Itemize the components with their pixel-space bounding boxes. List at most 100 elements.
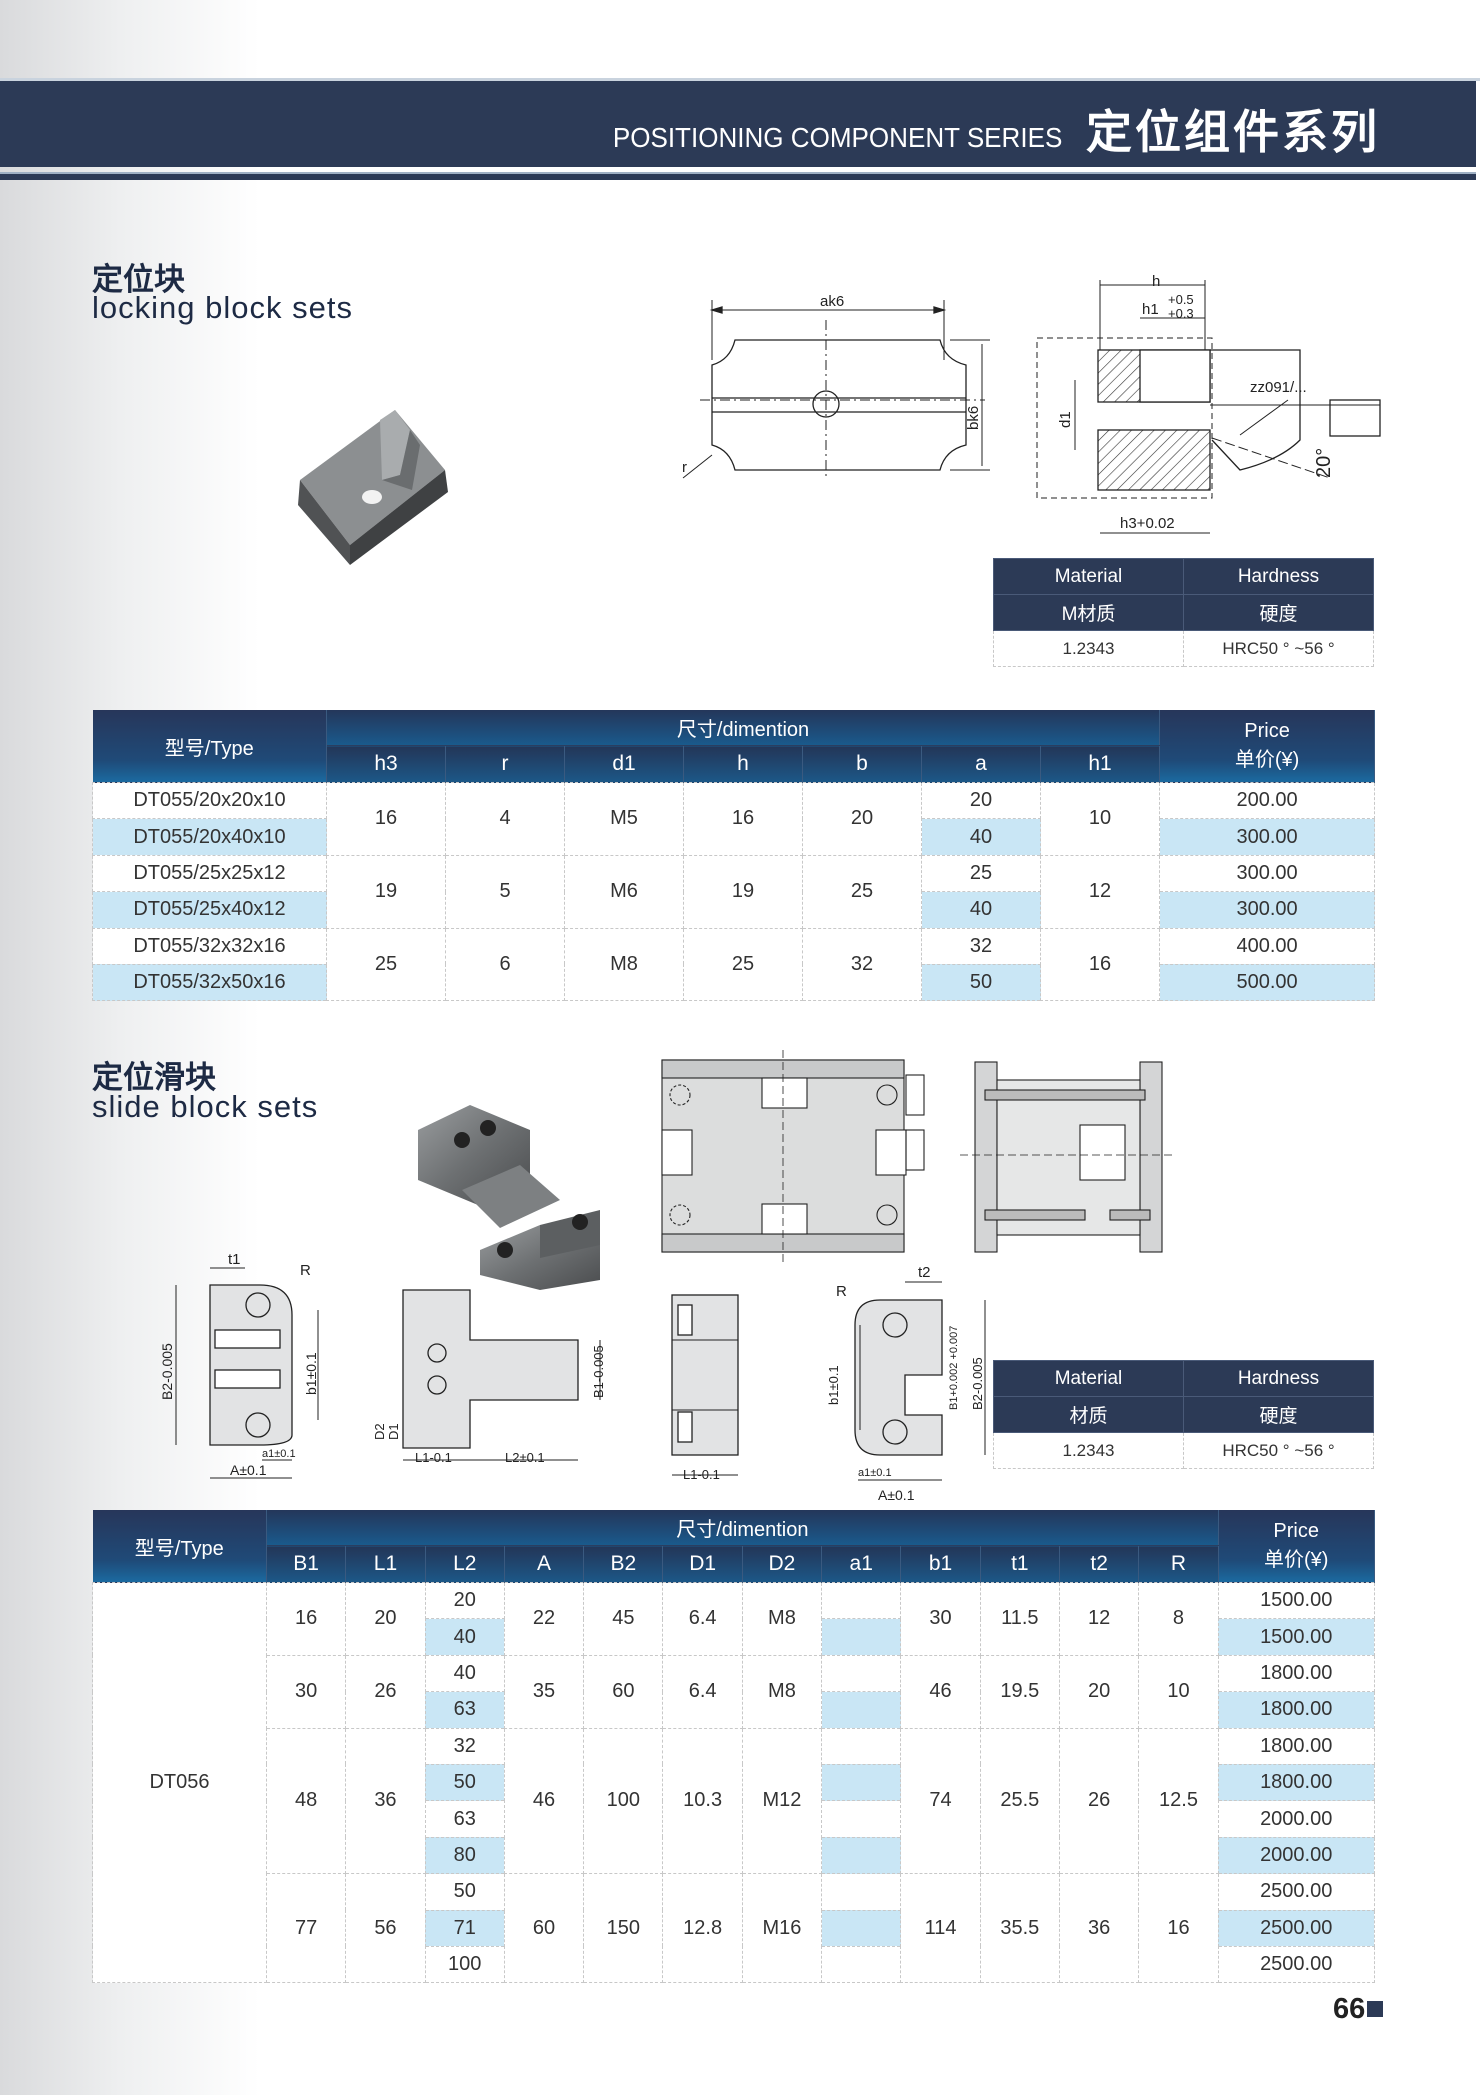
label-D1: D1 [386, 1423, 401, 1440]
locking-block-top-view: ak6 bk6 r [682, 293, 990, 479]
cell-a: 35 [503, 1654, 585, 1729]
price-cell: 300.00 [1159, 891, 1376, 929]
material-value: 1.2343 [993, 1432, 1184, 1469]
cell-b: 20 [802, 782, 922, 856]
cell-b1: 46 [900, 1654, 981, 1729]
slide-block-end-view: L1-0.1 [671, 1294, 739, 1482]
cell-l2: 40 [424, 1618, 505, 1656]
material-subheader: M材质 [993, 594, 1184, 631]
price-header-cn: 单价(¥) [1263, 1549, 1329, 1571]
cell-t1: 11.5 [979, 1582, 1060, 1656]
cell-r: 4 [445, 782, 565, 856]
column-header-r: R [1138, 1545, 1219, 1583]
assembly-top-view [661, 1050, 925, 1265]
type-header: 型号/Type [92, 710, 327, 783]
price-cell: 1800.00 [1217, 1691, 1375, 1729]
cell-b2: 45 [583, 1582, 664, 1656]
section1-title-en: locking block sets [92, 290, 353, 325]
cell-t1: 25.5 [979, 1727, 1060, 1875]
type-cell: DT055/20x20x10 [92, 781, 327, 820]
slide-block-front-view: t1 R B2-0.005 b1±0.1 a1±0.1 A±0.1 [159, 1251, 319, 1479]
label-h1-upper: +0.5 [1168, 292, 1194, 307]
label-r: r [682, 459, 687, 476]
cell-h1: 10 [1039, 782, 1161, 856]
cell-l2: 100 [424, 1945, 505, 1984]
cell-d1: M8 [564, 927, 684, 1002]
type-cell: DT055/32x50x16 [92, 963, 327, 1002]
label-t2: t2 [918, 1264, 931, 1281]
price-cell: 1500.00 [1217, 1581, 1375, 1620]
cell-t1: 19.5 [979, 1654, 1060, 1729]
cell-a: 50 [921, 963, 1041, 1002]
label-A-insert: A±0.1 [878, 1487, 915, 1503]
column-header-d1: D1 [662, 1545, 743, 1583]
cell-r: 12.5 [1138, 1727, 1219, 1875]
label-t1: t1 [228, 1251, 241, 1268]
header-title-cn: 定位组件系列 [1086, 106, 1380, 158]
cell-l1: 36 [345, 1727, 426, 1875]
type-cell: DT056 [92, 1581, 267, 1984]
price-cell: 1800.00 [1217, 1654, 1375, 1693]
price-cell: 2000.00 [1217, 1800, 1375, 1838]
hardness-subheader: 硬度 [1183, 594, 1374, 631]
cell-l2: 20 [424, 1581, 505, 1620]
label-L1-end: L1-0.1 [683, 1467, 720, 1482]
material-value: 1.2343 [993, 630, 1184, 667]
column-header-a1: a1 [821, 1545, 902, 1583]
column-header-r: r [445, 745, 565, 783]
material-subheader: 材质 [993, 1396, 1184, 1433]
cell-b2: 150 [583, 1873, 664, 1984]
cell-d1: 6.4 [662, 1654, 743, 1729]
hardness-header: Hardness [1183, 558, 1374, 595]
material-header: Material [993, 558, 1184, 595]
cell-l2: 80 [424, 1836, 505, 1875]
label-bk6: bk6 [965, 406, 982, 430]
hardness-subheader: 硬度 [1183, 1396, 1374, 1433]
cell-a1 [821, 1618, 902, 1656]
cell-h: 25 [683, 927, 803, 1002]
column-header-a: a [921, 745, 1041, 783]
material-header: Material [993, 1360, 1184, 1397]
cell-a1 [821, 1763, 902, 1802]
cell-d1: 12.8 [662, 1873, 743, 1984]
price-cell: 300.00 [1159, 818, 1376, 856]
hardness-header: Hardness [1183, 1360, 1374, 1397]
label-R: R [300, 1262, 311, 1279]
cell-l2: 40 [424, 1654, 505, 1693]
cell-h3: 25 [326, 927, 446, 1002]
cell-l1: 26 [345, 1654, 426, 1729]
cell-a1 [821, 1654, 902, 1693]
cell-h: 19 [683, 854, 803, 929]
cell-l2: 50 [424, 1763, 505, 1802]
dimension-header: 尺寸/dimention [326, 710, 1161, 746]
column-header-b1: b1 [900, 1545, 981, 1583]
cell-h1: 16 [1039, 927, 1161, 1002]
cell-a: 40 [921, 818, 1041, 856]
label-angle: 20° [1313, 448, 1335, 478]
cell-t2: 20 [1058, 1654, 1140, 1729]
header-title-en: POSITIONING COMPONENT SERIES [612, 122, 1062, 153]
label-B1-insert: B1+0.002 +0.007 [948, 1326, 960, 1410]
label-b1-insert: b1±0.1 [826, 1365, 841, 1405]
assembly-side-view [960, 1061, 1175, 1253]
section2-title-cn: 定位滑块 [92, 1060, 216, 1095]
cell-t1: 35.5 [979, 1873, 1060, 1984]
label-b1: b1±0.1 [303, 1352, 319, 1395]
section1-title-cn: 定位块 [92, 262, 185, 297]
label-zz091: zz091/... [1250, 379, 1307, 396]
label-L2: L2±0.1 [505, 1450, 545, 1465]
cell-r: 8 [1138, 1582, 1219, 1656]
cell-h3: 16 [326, 782, 446, 856]
cell-l2: 63 [424, 1691, 505, 1729]
